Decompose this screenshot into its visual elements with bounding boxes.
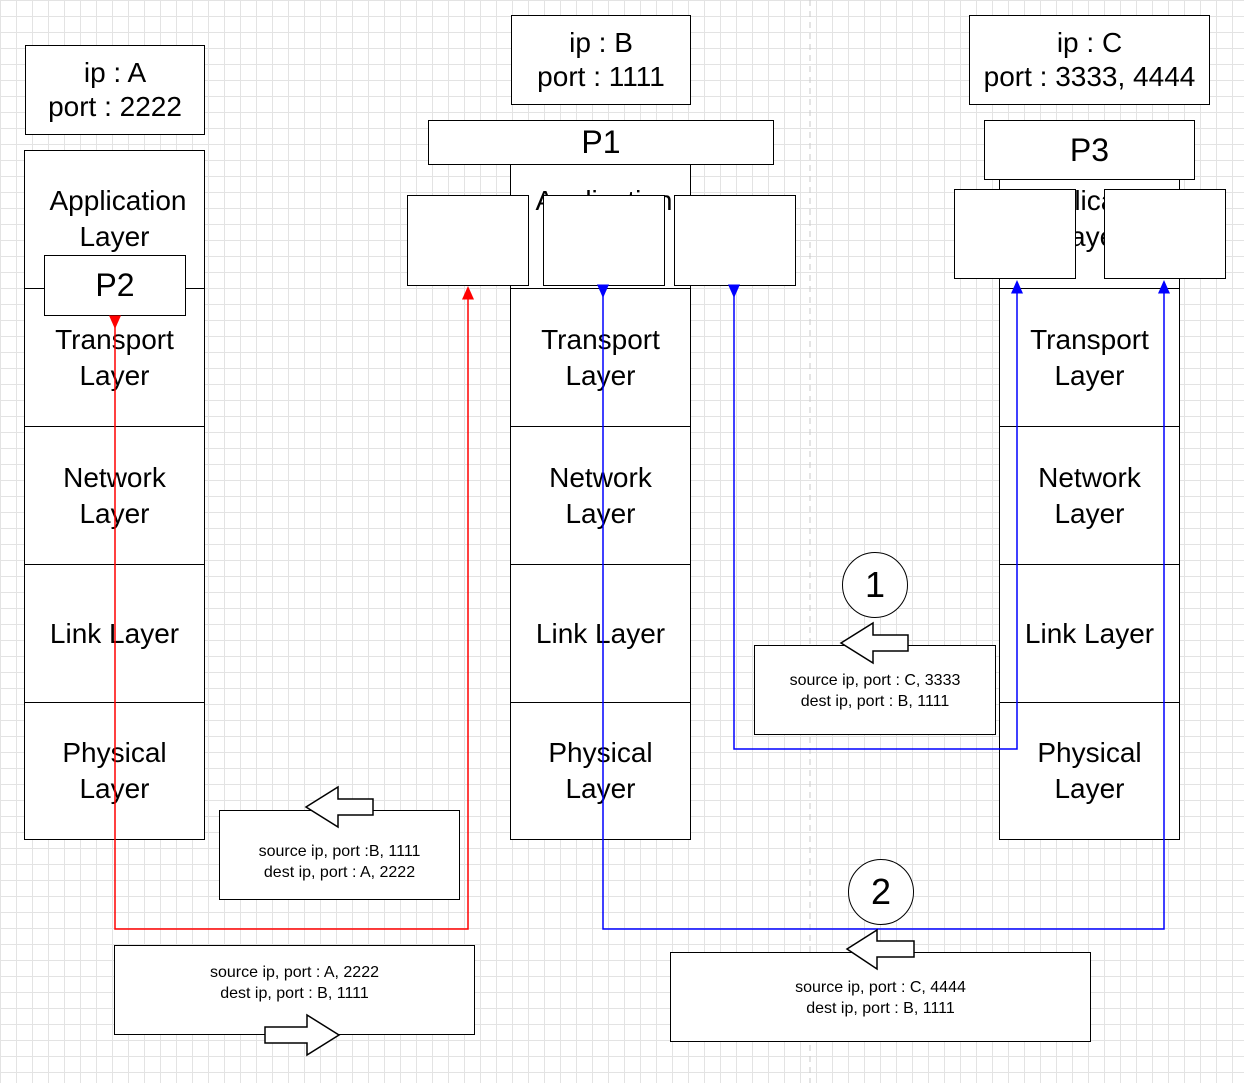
blue-path-c3333-b (728, 280, 1023, 750)
host-b-address-box: ip : B port : 1111 (511, 15, 691, 105)
process-p3-box[interactable]: P3 (984, 120, 1195, 180)
host-b-network-layer: Network Layer (510, 426, 691, 565)
segment-b-to-a: source ip, port :B, 1111 dest ip, port :… (219, 810, 460, 900)
marker-one: 1 (842, 552, 908, 618)
host-c-physical-layer: Physical Layer (999, 702, 1180, 840)
host-c-socket-4444[interactable] (1104, 189, 1226, 279)
host-b-physical-layer: Physical Layer (510, 702, 691, 840)
host-a-address-box: ip : A port : 2222 (25, 45, 205, 135)
host-c-address-box: ip : C port : 3333, 4444 (969, 15, 1210, 105)
host-c-network-layer: Network Layer (999, 426, 1180, 565)
host-c-port: port : 3333, 4444 (983, 61, 1196, 92)
host-b-link-layer: Link Layer (510, 564, 691, 703)
direction-arrow-right-a-to-b (264, 1013, 341, 1057)
host-b-socket-left[interactable] (407, 195, 529, 286)
direction-arrow-left-c3333 (839, 621, 909, 665)
host-c-link-layer: Link Layer (999, 564, 1180, 703)
marker-two: 2 (848, 859, 914, 925)
direction-arrow-left-b-to-a (304, 785, 374, 829)
host-a-port: port : 2222 (48, 91, 182, 122)
host-b-ip: ip : B (569, 27, 633, 59)
segment-a-to-b: source ip, port : A, 2222 dest ip, port … (114, 945, 475, 1035)
host-a-ip: ip : A (83, 57, 147, 89)
host-b-port: port : 1111 (537, 61, 665, 92)
red-path-a-b (109, 286, 474, 930)
host-c-transport-layer: Transport Layer (999, 288, 1180, 427)
host-c-ip: ip : C (1056, 27, 1123, 59)
blue-path-c4444-b (597, 280, 1170, 930)
segment-c3333-to-b: source ip, port : C, 3333 dest ip, port … (754, 645, 996, 735)
host-c-socket-3333[interactable] (954, 189, 1076, 279)
direction-arrow-left-c4444 (845, 928, 915, 971)
process-p1-box[interactable]: P1 (428, 120, 774, 165)
host-b-transport-layer: Transport Layer (510, 288, 691, 427)
